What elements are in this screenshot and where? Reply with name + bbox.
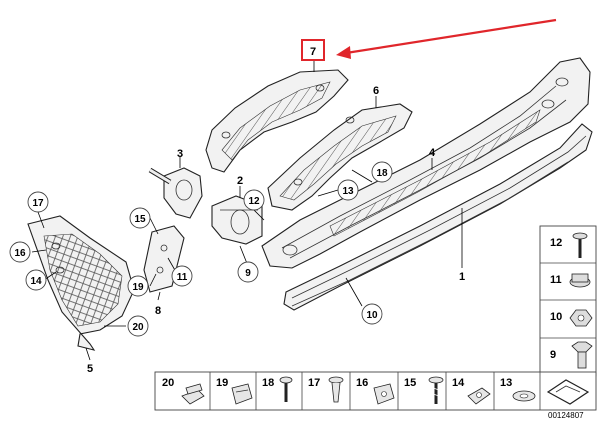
- expanding-rivet-icon: [328, 376, 344, 403]
- bottom-legend-16: 16: [356, 377, 368, 389]
- label-8: 8: [155, 305, 161, 317]
- part-5-support: [27, 215, 135, 351]
- side-legend-12: 12: [550, 237, 562, 249]
- label-10: 10: [366, 310, 378, 321]
- label-13: 13: [342, 186, 354, 197]
- document-number: 00124807: [548, 411, 584, 420]
- hex-nut-icon: [569, 309, 593, 327]
- bottom-legend-15: 15: [404, 377, 416, 389]
- clip-nut-icon: [181, 383, 205, 405]
- bottom-legend-17: 17: [308, 377, 320, 389]
- screw-icon: [572, 232, 588, 258]
- label-19: 19: [132, 282, 144, 293]
- bottom-legend-20: 20: [162, 377, 174, 389]
- label-4: 4: [429, 147, 436, 159]
- side-legend-9: 9: [550, 349, 556, 361]
- label-14: 14: [30, 276, 42, 287]
- part-6-bracket: [267, 103, 413, 211]
- label-18: 18: [376, 168, 388, 179]
- label-1: 1: [459, 271, 465, 283]
- highlight-box: [301, 39, 325, 61]
- side-legend-10: 10: [550, 311, 562, 323]
- label-3: 3: [177, 148, 183, 160]
- push-rivet-icon: [279, 376, 293, 402]
- part-4-carrier: [261, 57, 591, 269]
- sheet-metal-nut-icon: [546, 379, 590, 405]
- label-11: 11: [177, 272, 188, 283]
- u-nut-icon: [373, 383, 395, 405]
- label-6: 6: [373, 85, 379, 97]
- part-3-bolt: [148, 167, 203, 219]
- hex-bolt-icon: [571, 341, 593, 369]
- highlight-arrow: [336, 18, 557, 59]
- bottom-legend: 20 19 18 17 16 15 14 13: [154, 371, 597, 411]
- side-legend: 12 11 10 9: [539, 225, 597, 377]
- label-5: 5: [87, 363, 93, 375]
- label-9: 9: [245, 268, 251, 279]
- self-tapping-screw-icon: [428, 376, 444, 404]
- part-7-bracket: [205, 69, 349, 173]
- circled-labels: 12 13 18 9 10 11 15 19 17 16 14 20: [9, 161, 393, 337]
- washer-icon: [512, 390, 536, 402]
- spring-clip-icon: [231, 383, 253, 405]
- label-15: 15: [134, 214, 146, 225]
- speed-nut-icon: [467, 387, 491, 405]
- collar-nut-icon: [569, 273, 591, 288]
- label-17: 17: [32, 198, 44, 209]
- label-2: 2: [237, 175, 243, 187]
- bottom-legend-18: 18: [262, 377, 274, 389]
- bottom-legend-13: 13: [500, 377, 512, 389]
- side-legend-11: 11: [550, 274, 562, 286]
- part-1-beam: [283, 123, 593, 311]
- label-16: 16: [14, 248, 26, 259]
- bottom-legend-19: 19: [216, 377, 228, 389]
- bottom-legend-14: 14: [452, 377, 465, 389]
- label-12: 12: [248, 196, 260, 207]
- label-7: 7: [310, 46, 316, 58]
- label-20: 20: [132, 322, 144, 333]
